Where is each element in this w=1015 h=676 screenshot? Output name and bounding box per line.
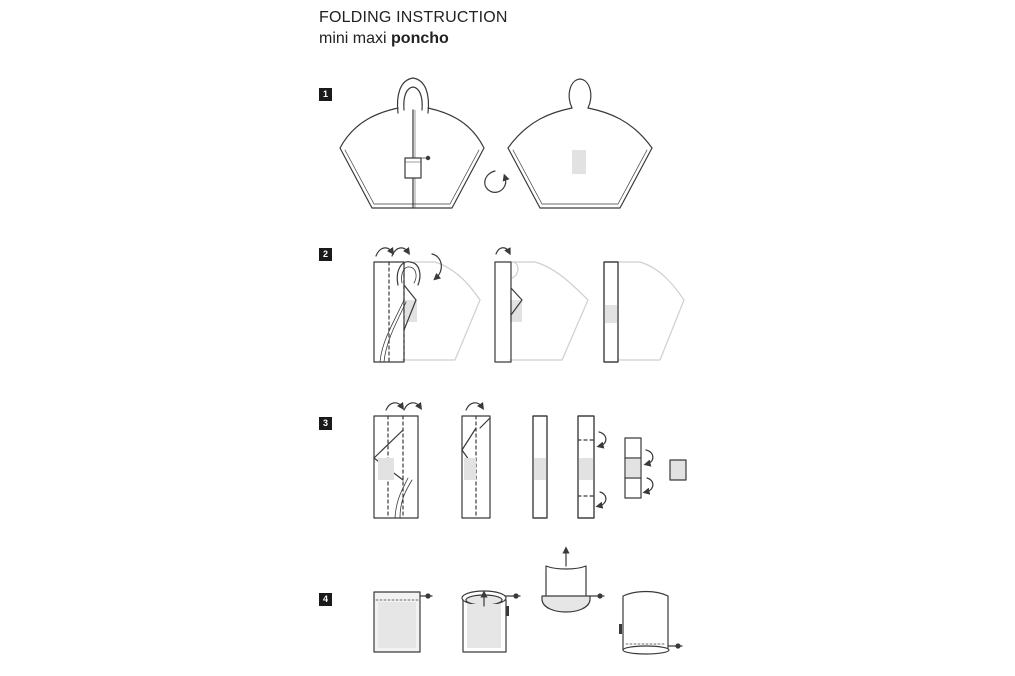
subtitle-product: poncho (391, 30, 449, 47)
fold-step3-fig5 (624, 437, 654, 499)
subtitle-prefix: mini maxi (319, 30, 387, 47)
page-title: FOLDING INSTRUCTION (319, 9, 508, 26)
pouch-fig3 (541, 546, 605, 613)
fold-step2-fig1 (373, 247, 481, 363)
pouch-fig4 (619, 590, 683, 655)
poncho-back-figure (507, 78, 653, 209)
pouch-fig2 (461, 590, 521, 653)
folded-pack (669, 459, 687, 481)
fold-step3-fig1 (373, 402, 422, 519)
step-badge-1: 1 (319, 88, 332, 101)
page-subtitle: mini maxi poncho (319, 29, 449, 48)
fold-step2-fig3 (603, 261, 685, 363)
poncho-front-figure (339, 77, 485, 209)
rotate-arrow-icon (484, 170, 510, 193)
fold-step3-fig2 (461, 402, 491, 519)
step-badge-3: 3 (319, 417, 332, 430)
fold-step3-fig3 (532, 415, 548, 519)
fold-step2-fig2 (494, 247, 589, 363)
step-badge-4: 4 (319, 593, 332, 606)
pouch-fig1 (373, 591, 433, 653)
fold-step3-fig4 (577, 415, 607, 519)
step-badge-2: 2 (319, 248, 332, 261)
